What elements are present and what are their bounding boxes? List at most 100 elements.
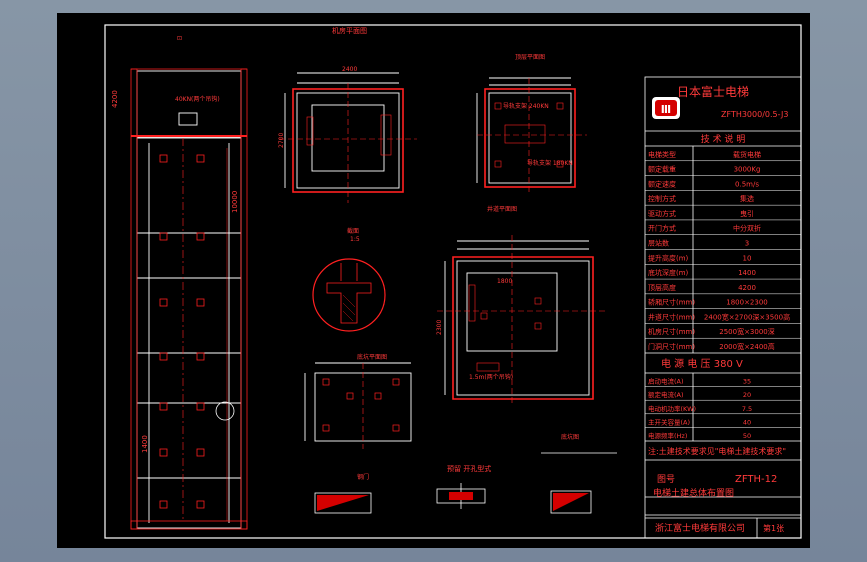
rail-bracket bbox=[196, 298, 205, 307]
door-detail: 钢门 bbox=[314, 473, 372, 514]
rail-bracket bbox=[159, 448, 168, 457]
title-block bbox=[644, 76, 802, 539]
rail-bracket bbox=[196, 448, 205, 457]
machine-plan-title: 机房平面图 bbox=[332, 26, 367, 35]
electrical-label: 主开关容量(A) bbox=[648, 417, 690, 426]
spec-value: 3 bbox=[745, 240, 749, 248]
spec-header: 技 术 说 明 bbox=[701, 133, 746, 145]
pit-anchor bbox=[374, 392, 382, 400]
spec-value: 曳引 bbox=[740, 209, 754, 218]
spec-value: 2000宽×2400高 bbox=[719, 342, 775, 351]
spec-label: 驱动方式 bbox=[648, 209, 676, 218]
electrical-value: 35 bbox=[743, 378, 751, 386]
shaft-plan: 井道平面图 bbox=[436, 205, 605, 405]
pit-anchor bbox=[346, 392, 354, 400]
spec-label: 机房尺寸(mm) bbox=[648, 327, 695, 336]
electrical-label: 电动机功率(KW) bbox=[648, 404, 696, 413]
drawing-sheet: Ⅲ 日本富士电梯 ZFTH3000/0.5-J3 技 术 说 明 电梯类型载货电… bbox=[57, 13, 810, 548]
machine-dim-2400: 2400 bbox=[342, 66, 357, 73]
door-detail-title: 钢门 bbox=[357, 473, 369, 481]
brand-logo-icon: Ⅲ bbox=[652, 97, 680, 119]
spec-value: 1400 bbox=[738, 269, 756, 277]
pit-plan: 底坑平面图 bbox=[304, 353, 412, 449]
top-rail-note-2: 导轨支架 180KN bbox=[527, 159, 573, 167]
drawing-no-label: 图号 bbox=[657, 474, 675, 485]
pit-anchor bbox=[322, 378, 330, 386]
elevation-view: 4200 10000 1400 40KN(两个吊钩) ⊡ bbox=[111, 35, 248, 530]
spec-label: 底坑深度(m) bbox=[648, 268, 689, 277]
electrical-value: 7.5 bbox=[742, 405, 752, 413]
spec-label: 门洞尺寸(mm) bbox=[648, 342, 695, 351]
shaft-floor-load: 1.5m(两个吊钩) bbox=[469, 373, 513, 381]
hole-note: 预留 开孔型式 bbox=[447, 464, 491, 473]
electrical-table: 启动电流(A) 35 额定电流(A) 20 电动机功率(KW) 7.5 主开关容量(A) 40… bbox=[645, 377, 801, 440]
top-plan: 顶层平面图 bbox=[476, 54, 587, 193]
spec-label: 井道尺寸(mm) bbox=[648, 312, 695, 321]
pit-detail-title: 底坑图 bbox=[561, 433, 579, 441]
pit-anchor bbox=[322, 424, 330, 432]
rail-bracket bbox=[159, 232, 168, 241]
spec-value: 0.5m/s bbox=[735, 180, 759, 188]
rail-bracket bbox=[196, 232, 205, 241]
rail-bracket bbox=[196, 402, 205, 411]
voltage-label: 电 源 电 压 380 V bbox=[661, 357, 743, 370]
electrical-value: 40 bbox=[743, 418, 751, 426]
elevation-load-note: 40KN(两个吊钩) bbox=[175, 95, 220, 103]
sheet-number: 第1张 bbox=[763, 523, 784, 533]
spec-value: 1800×2300 bbox=[726, 299, 768, 307]
svg-text:Ⅲ: Ⅲ bbox=[661, 103, 671, 116]
spec-label: 顶层高度 bbox=[648, 283, 676, 292]
electrical-label: 额定电流(A) bbox=[648, 390, 684, 399]
spec-label: 层站数 bbox=[648, 239, 669, 248]
spec-label: 控制方式 bbox=[648, 194, 676, 203]
spec-value: 集选 bbox=[740, 194, 754, 203]
rail-bracket bbox=[159, 500, 168, 509]
rail-bracket bbox=[196, 154, 205, 163]
spec-value: 2400宽×2700深×3500高 bbox=[704, 312, 790, 321]
rail-bracket bbox=[159, 402, 168, 411]
spec-label: 提升高度(m) bbox=[648, 253, 689, 262]
spec-value: 2500宽×3000深 bbox=[719, 327, 775, 336]
rail-bracket bbox=[196, 500, 205, 509]
spec-value: 载货电梯 bbox=[733, 150, 761, 159]
shaft-dim-1800: 1800 bbox=[497, 278, 512, 285]
drawing-name: 电梯土建总体布置图 bbox=[653, 487, 734, 499]
spec-value: 中分双折 bbox=[733, 224, 761, 233]
model-code: ZFTH3000/0.5-J3 bbox=[721, 110, 788, 119]
pit-detail: 底坑图 bbox=[541, 433, 617, 514]
spec-label: 额定载重 bbox=[648, 165, 676, 174]
spec-value: 3000Kg bbox=[734, 166, 761, 174]
elevation-tag: ⊡ bbox=[177, 35, 182, 42]
shaft-dim-2300: 2300 bbox=[436, 320, 443, 335]
pit-anchor bbox=[392, 378, 400, 386]
rail-bracket bbox=[159, 154, 168, 163]
hole-detail: 预留 开孔型式 bbox=[436, 464, 491, 509]
pit-plan-title: 底坑平面图 bbox=[357, 353, 387, 361]
spec-value: 4200 bbox=[738, 284, 756, 292]
drawing-no: ZFTH-12 bbox=[735, 474, 777, 485]
machine-dim-2700: 2700 bbox=[278, 133, 285, 148]
machine-room-plan: 机房平面图 2400 2700 bbox=[278, 26, 417, 203]
construction-note: 注:土建技术要求见"电梯土建技术要求" bbox=[648, 446, 786, 456]
top-plan-title: 顶层平面图 bbox=[515, 54, 545, 61]
electrical-label: 电源频率(Hz) bbox=[648, 431, 687, 440]
spec-value: 10 bbox=[743, 254, 752, 262]
company-name: 日本富士电梯 bbox=[677, 84, 749, 99]
shaft-plan-title: 井道平面图 bbox=[487, 205, 517, 213]
section-detail: 截面 1:5 bbox=[312, 227, 386, 332]
pit-anchor bbox=[392, 424, 400, 432]
spec-label: 轿厢尺寸(mm) bbox=[648, 298, 695, 307]
electrical-value: 20 bbox=[743, 391, 751, 399]
section-label: 截面 bbox=[347, 227, 359, 235]
pit-depth-dim: 1400 bbox=[141, 435, 149, 453]
spec-label: 额定速度 bbox=[648, 179, 676, 188]
section-scale: 1:5 bbox=[350, 236, 360, 243]
rail-bracket bbox=[159, 298, 168, 307]
rail-bracket bbox=[196, 352, 205, 361]
electrical-value: 50 bbox=[743, 432, 751, 440]
rail-bracket bbox=[159, 352, 168, 361]
shaft-height-dim: 10000 bbox=[231, 191, 239, 213]
electrical-label: 启动电流(A) bbox=[648, 377, 684, 386]
